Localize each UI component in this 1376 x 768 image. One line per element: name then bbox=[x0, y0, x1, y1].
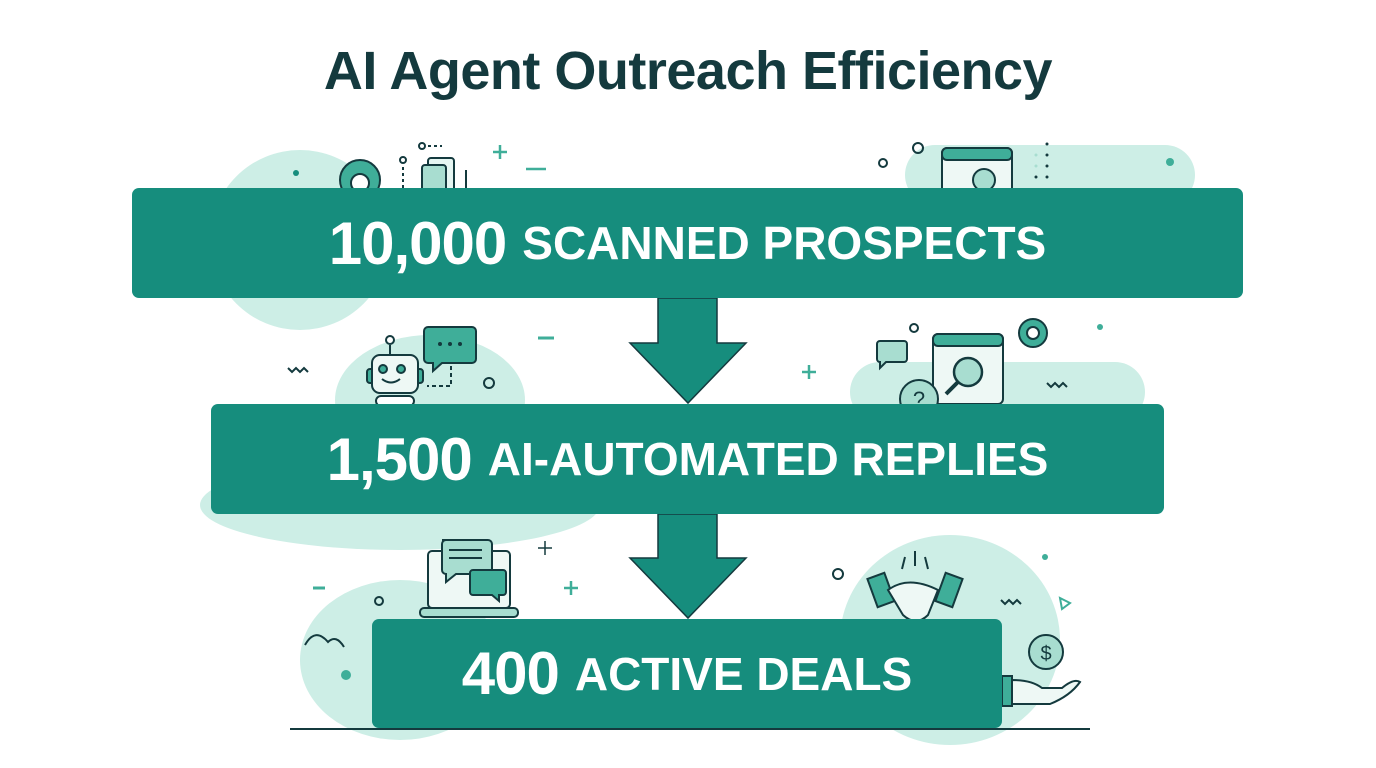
ring bbox=[374, 596, 384, 606]
svg-text:$: $ bbox=[1040, 643, 1051, 665]
browser-profile-icon bbox=[941, 147, 1013, 194]
squiggle bbox=[1046, 381, 1068, 389]
dot-grid bbox=[1034, 142, 1049, 179]
down-arrow-1 bbox=[628, 297, 748, 405]
plus bbox=[564, 581, 578, 595]
dot bbox=[293, 170, 299, 176]
documents-icon bbox=[399, 142, 467, 194]
laptop-chat-icon bbox=[419, 539, 519, 618]
stage-value: 400 bbox=[461, 640, 560, 707]
dot bbox=[1097, 324, 1103, 330]
stage-value: 1,500 bbox=[326, 425, 473, 493]
handshake-icon bbox=[866, 551, 964, 622]
funnel-stage-ai-replies: 1,500 AI-AUTOMATED REPLIES bbox=[211, 404, 1164, 514]
ring bbox=[912, 142, 924, 154]
robot-icon bbox=[366, 335, 424, 407]
squiggle bbox=[1000, 598, 1022, 606]
stage-label: AI-AUTOMATED REPLIES bbox=[487, 433, 1049, 485]
ring bbox=[878, 158, 888, 168]
ring bbox=[909, 323, 919, 333]
dot bbox=[341, 670, 351, 680]
funnel-stage-active-deals: 400 ACTIVE DEALS bbox=[372, 619, 1002, 728]
ring bbox=[483, 377, 495, 389]
down-arrow-2 bbox=[628, 513, 748, 620]
gear-icon bbox=[1018, 318, 1048, 348]
triangle bbox=[1058, 596, 1072, 611]
page-title: AI Agent Outreach Efficiency bbox=[323, 41, 1053, 101]
funnel-stage-scanned-prospects: 10,000 SCANNED PROSPECTS bbox=[132, 188, 1243, 298]
browser-search-icon bbox=[932, 333, 1004, 405]
stage-label: SCANNED PROSPECTS bbox=[522, 217, 1047, 269]
dot bbox=[1042, 554, 1048, 560]
cloud-outline bbox=[304, 634, 345, 648]
squiggle bbox=[287, 366, 309, 374]
sparkles bbox=[493, 145, 546, 171]
chat-bubble-icon bbox=[423, 326, 477, 387]
stage-value: 10,000 bbox=[328, 209, 508, 277]
plus bbox=[802, 365, 816, 379]
dot bbox=[1166, 158, 1174, 166]
stage-label: ACTIVE DEALS bbox=[574, 647, 913, 700]
sparkle bbox=[538, 541, 552, 555]
chat-bubble-icon bbox=[876, 340, 908, 371]
ring bbox=[832, 568, 844, 580]
dollar-hand-icon: $ bbox=[1001, 634, 1082, 707]
